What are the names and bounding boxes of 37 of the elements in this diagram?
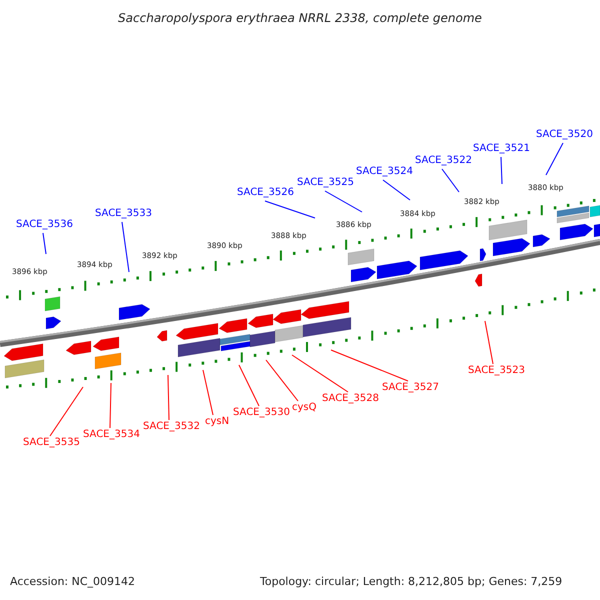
leader-line — [110, 382, 112, 428]
leader-line — [42, 232, 46, 254]
leader-line — [202, 370, 214, 416]
footer-note: Accession: NC_009142 — [10, 576, 136, 587]
gene-label: SACE_3522 — [415, 156, 472, 166]
leader-line — [442, 168, 460, 192]
gene-label: SACE_3535 — [23, 438, 80, 448]
leader-line — [238, 364, 260, 406]
leader-line — [324, 190, 362, 212]
leader-line — [264, 200, 316, 218]
leader-line — [168, 374, 170, 420]
leader-line — [292, 354, 348, 392]
leader-line — [500, 156, 502, 184]
gene-label: SACE_3520 — [536, 130, 593, 140]
gene-label: SACE_3530 — [233, 408, 290, 418]
gene-label: SACE_3527 — [382, 383, 439, 393]
gene-label: SACE_3521 — [473, 144, 530, 154]
gene-label: SACE_3525 — [297, 178, 354, 188]
gene-label: SACE_3536 — [16, 220, 73, 230]
leader-line — [382, 180, 410, 200]
gene-label: SACE_3533 — [95, 209, 152, 219]
leader-line — [330, 350, 408, 382]
gene-label: SACE_3534 — [83, 430, 140, 440]
gene-label: cysN — [205, 417, 230, 427]
gene-label: SACE_3532 — [143, 422, 200, 432]
leader-line — [122, 222, 130, 272]
title: Saccharopolyspora erythraea NRRL 2338, complete genome — [117, 12, 483, 24]
leader-line — [266, 360, 298, 402]
gene-label: SACE_3524 — [356, 167, 413, 177]
gene-label: SACE_3526 — [237, 188, 294, 198]
leader-line — [50, 386, 84, 436]
gene-label: cysQ — [292, 403, 316, 413]
gene-label: SACE_3528 — [322, 394, 379, 404]
footer-note: Topology: circular; Length: 8,212,805 bp; Genes: 7,259 — [260, 576, 562, 587]
leader-line — [484, 320, 494, 364]
gene-label: SACE_3523 — [468, 366, 525, 376]
leader-line — [546, 142, 564, 176]
